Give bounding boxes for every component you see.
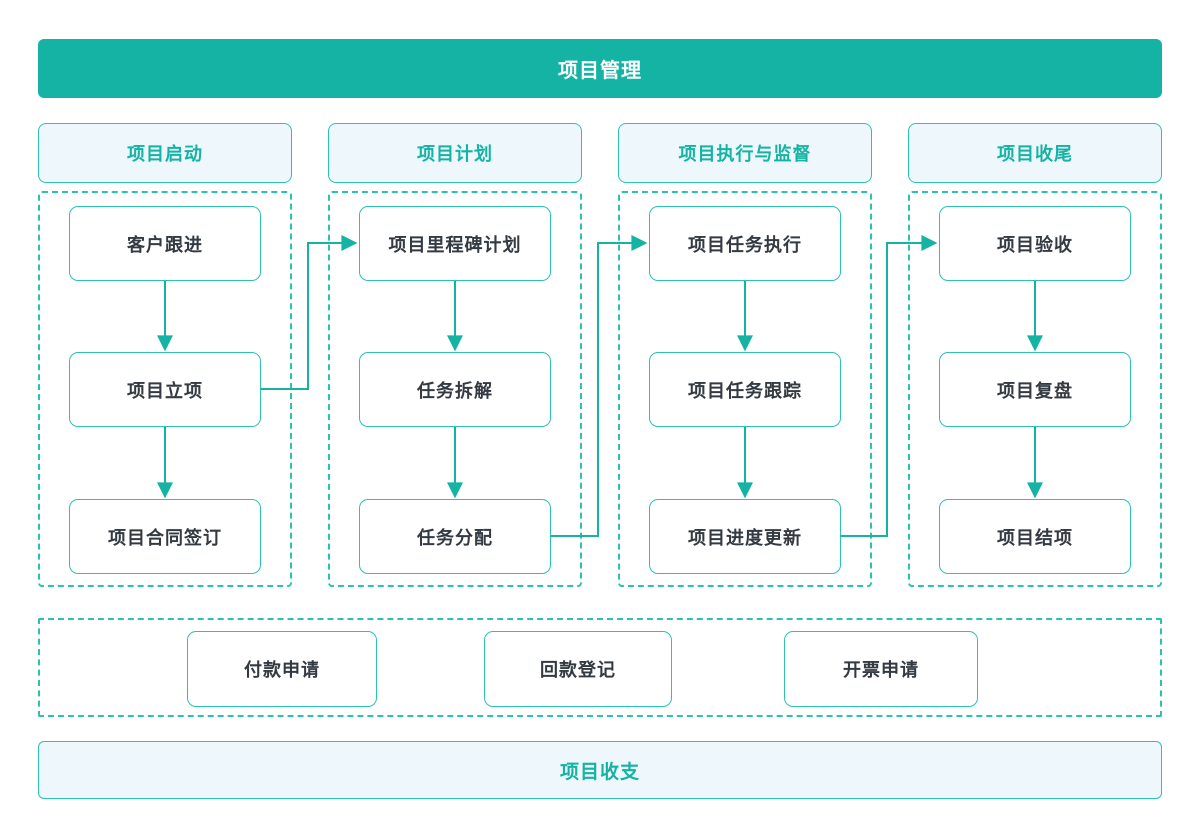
node-task-breakdown[interactable]: 任务拆解 <box>359 352 551 427</box>
node-label: 任务拆解 <box>417 380 493 401</box>
node-task-assignment[interactable]: 任务分配 <box>359 499 551 574</box>
node-contract-signing[interactable]: 项目合同签订 <box>69 499 261 574</box>
finance-frame <box>38 618 1162 717</box>
phase-header-label: 项目计划 <box>417 144 493 164</box>
node-label: 开票申请 <box>843 660 919 680</box>
phase-header-label: 项目收尾 <box>997 144 1073 164</box>
node-label: 客户跟进 <box>127 234 203 255</box>
diagram-title-banner: 项目管理 <box>38 39 1162 98</box>
node-invoice-request[interactable]: 开票申请 <box>784 631 978 707</box>
node-label: 项目进度更新 <box>688 527 802 548</box>
node-payment-request[interactable]: 付款申请 <box>187 631 377 707</box>
node-label: 项目立项 <box>127 380 203 401</box>
node-task-tracking[interactable]: 项目任务跟踪 <box>649 352 841 427</box>
node-task-execution[interactable]: 项目任务执行 <box>649 206 841 281</box>
node-label: 项目合同签订 <box>108 527 222 548</box>
phase-header-planning: 项目计划 <box>328 123 582 183</box>
node-project-acceptance[interactable]: 项目验收 <box>939 206 1131 281</box>
node-label: 回款登记 <box>540 660 616 680</box>
node-progress-update[interactable]: 项目进度更新 <box>649 499 841 574</box>
node-label: 任务分配 <box>417 527 493 548</box>
node-milestone-plan[interactable]: 项目里程碑计划 <box>359 206 551 281</box>
node-project-approval[interactable]: 项目立项 <box>69 352 261 427</box>
diagram-title: 项目管理 <box>558 60 642 82</box>
node-label: 项目验收 <box>997 234 1073 255</box>
phase-header-label: 项目启动 <box>127 144 203 164</box>
node-collection-register[interactable]: 回款登记 <box>484 631 672 707</box>
node-project-closure[interactable]: 项目结项 <box>939 499 1131 574</box>
phase-header-execution: 项目执行与监督 <box>618 123 872 183</box>
node-label: 项目结项 <box>997 527 1073 548</box>
node-customer-followup[interactable]: 客户跟进 <box>69 206 261 281</box>
phase-header-initiation: 项目启动 <box>38 123 292 183</box>
node-label: 付款申请 <box>244 660 320 680</box>
node-project-review[interactable]: 项目复盘 <box>939 352 1131 427</box>
node-label: 项目里程碑计划 <box>388 234 522 255</box>
income-expense-label: 项目收支 <box>559 761 640 783</box>
node-label: 项目任务执行 <box>688 234 802 255</box>
node-label: 项目任务跟踪 <box>688 380 802 401</box>
income-expense-banner: 项目收支 <box>38 741 1162 799</box>
node-label: 项目复盘 <box>997 380 1073 401</box>
phase-header-closing: 项目收尾 <box>908 123 1162 183</box>
phase-header-label: 项目执行与监督 <box>678 144 812 164</box>
